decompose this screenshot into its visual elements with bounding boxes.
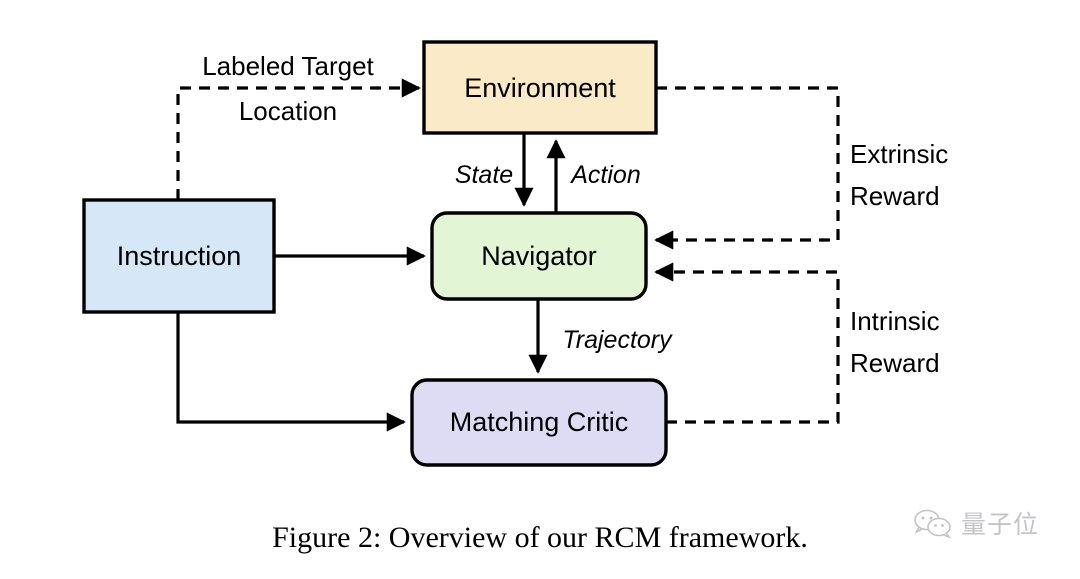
matching-critic-label: Matching Critic	[450, 407, 629, 437]
extrinsic-reward-line2: Reward	[850, 181, 940, 211]
node-matching-critic[interactable]: Matching Critic	[410, 378, 668, 467]
watermark: 量子位	[912, 505, 1039, 541]
trajectory-label: Trajectory	[562, 326, 673, 354]
navigator-label: Navigator	[481, 241, 597, 271]
edge-intrinsic-reward	[654, 262, 840, 424]
label-extrinsic-reward: Extrinsic Reward	[850, 139, 948, 211]
instruction-label: Instruction	[117, 241, 242, 271]
node-environment[interactable]: Environment	[422, 40, 658, 135]
intrinsic-reward-line1: Intrinsic	[850, 306, 940, 336]
label-labeled-target-location: Labeled Target Location	[202, 51, 374, 126]
environment-label: Environment	[464, 73, 616, 103]
labeled-target-location-line1: Labeled Target	[202, 51, 374, 81]
label-intrinsic-reward: Intrinsic Reward	[850, 306, 940, 378]
node-navigator[interactable]: Navigator	[430, 211, 648, 301]
watermark-text: 量子位	[961, 510, 1040, 539]
edge-instruction-to-matching-critic	[176, 312, 406, 432]
intrinsic-reward-line2: Reward	[850, 348, 940, 378]
instruction-box[interactable]	[82, 198, 276, 314]
wechat-bubbles-icon	[914, 509, 951, 538]
extrinsic-reward-line1: Extrinsic	[850, 139, 948, 169]
node-instruction[interactable]: Instruction	[82, 198, 276, 314]
figure-caption: Figure 2: Overview of our RCM framework.	[272, 521, 808, 554]
edge-extrinsic-reward	[654, 86, 840, 250]
environment-box[interactable]	[422, 40, 658, 135]
labeled-target-location-line2: Location	[239, 96, 337, 126]
navigator-box[interactable]	[430, 211, 648, 301]
state-label: State	[455, 161, 513, 189]
action-label: Action	[569, 161, 640, 189]
edge-instruction-to-environment	[176, 78, 421, 200]
matching-critic-box[interactable]	[410, 378, 668, 467]
